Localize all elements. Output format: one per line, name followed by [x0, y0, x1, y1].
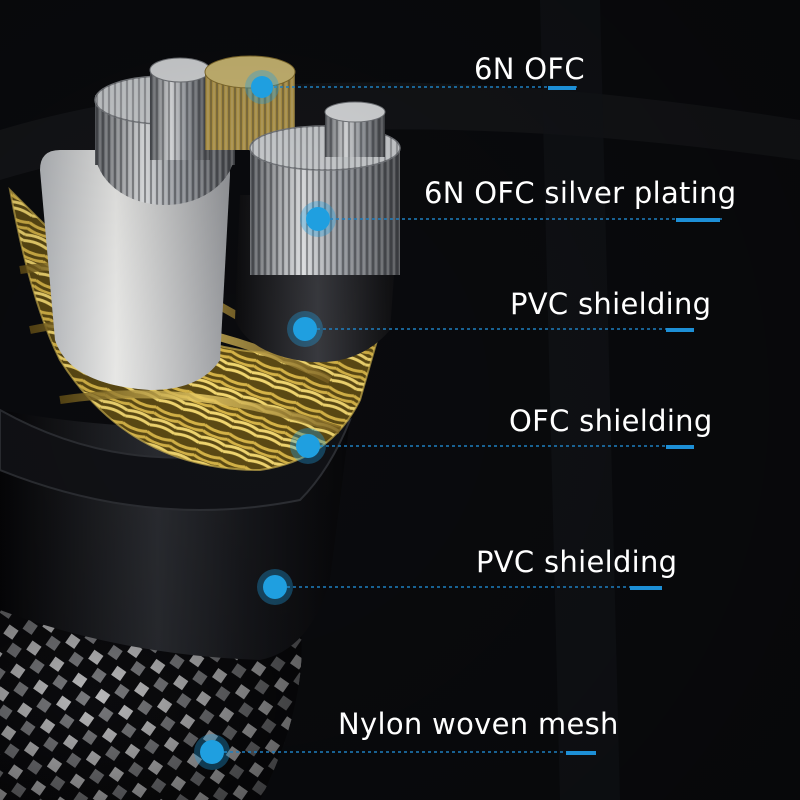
- marker-dot: [296, 434, 320, 458]
- underline-bar: [548, 86, 576, 90]
- underline-bar: [630, 586, 662, 590]
- marker-dot: [200, 740, 224, 764]
- label-6n-ofc: 6N OFC: [474, 52, 585, 86]
- marker-dot: [306, 207, 330, 231]
- callout-pvc-shielding-outer: [257, 569, 662, 605]
- underline-bar: [676, 218, 720, 222]
- underline-bar: [566, 751, 596, 755]
- callout-6n-ofc: [245, 70, 580, 104]
- underline-bar: [666, 328, 694, 332]
- marker-dot: [263, 575, 287, 599]
- callout-6n-ofc-silver-plating: [300, 201, 722, 237]
- label-ofc-shielding: OFC shielding: [509, 404, 713, 438]
- callout-nylon-woven-mesh: [194, 734, 596, 770]
- label-pvc-shielding-outer: PVC shielding: [476, 545, 678, 579]
- label-pvc-shielding-inner: PVC shielding: [510, 287, 712, 321]
- marker-dot: [251, 76, 273, 98]
- underline-bar: [666, 445, 694, 449]
- callout-pvc-shielding-inner: [287, 311, 694, 347]
- label-6n-ofc-silver-plating: 6N OFC silver plating: [424, 176, 737, 210]
- callout-ofc-shielding: [290, 428, 694, 464]
- label-nylon-woven-mesh: Nylon woven mesh: [338, 707, 619, 741]
- marker-dot: [293, 317, 317, 341]
